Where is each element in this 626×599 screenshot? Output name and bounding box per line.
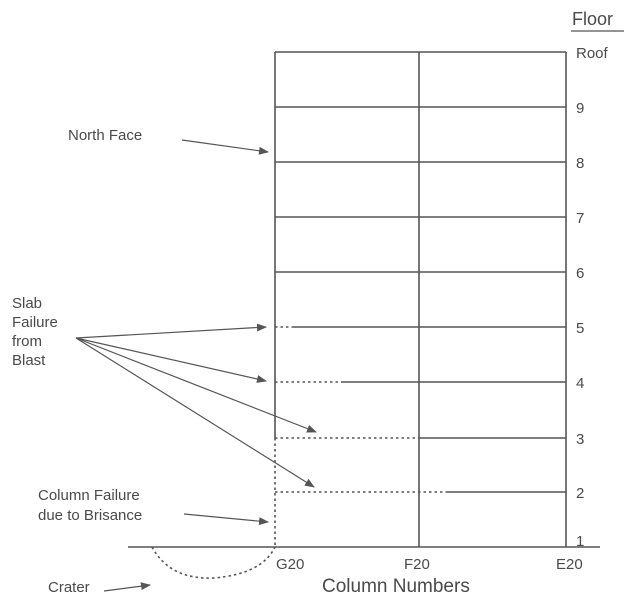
- slab-failure-label-line-1: Slab: [12, 295, 42, 312]
- floor-label-6: 6: [576, 265, 584, 282]
- floor-label-7: 7: [576, 210, 584, 227]
- floor-label-5: 5: [576, 320, 584, 337]
- floor-label-9: 9: [576, 100, 584, 117]
- floor-label-roof: Roof: [576, 45, 609, 62]
- slab-failure-label-line-4: Blast: [12, 352, 46, 369]
- column-label-g20: G20: [276, 556, 304, 573]
- floor-label-2: 2: [576, 485, 584, 502]
- floor-label-3: 3: [576, 431, 584, 448]
- slab-failure-arrow-floor-4: [75, 337, 267, 383]
- slab-failure-arrow-floor-3: [75, 337, 317, 433]
- column-axis-title: Column Numbers: [322, 576, 470, 597]
- north-face-label: North Face: [68, 127, 142, 144]
- floor-label-8: 8: [576, 155, 584, 172]
- floor-axis-title: Floor: [572, 9, 613, 29]
- column-label-e20: E20: [556, 556, 583, 573]
- north-face-arrow: [181, 139, 269, 155]
- column-failure-label-line-2: due to Brisance: [38, 507, 142, 524]
- crater-label: Crater: [48, 579, 90, 596]
- slab-failure-label-line-3: from: [12, 333, 42, 350]
- column-failure-arrow: [183, 513, 269, 526]
- crater-arrow: [103, 582, 151, 592]
- slab-failure-arrow-floor-2: [75, 337, 315, 488]
- slab-failure-label-line-2: Failure: [12, 314, 58, 331]
- column-label-f20: F20: [404, 556, 430, 573]
- floor-label-1: 1: [576, 533, 584, 550]
- column-failure-label-line-1: Column Failure: [38, 487, 140, 504]
- floor-label-4: 4: [576, 375, 584, 392]
- crater-outline: [151, 546, 276, 579]
- slab-failure-arrow-floor-5: [75, 323, 267, 339]
